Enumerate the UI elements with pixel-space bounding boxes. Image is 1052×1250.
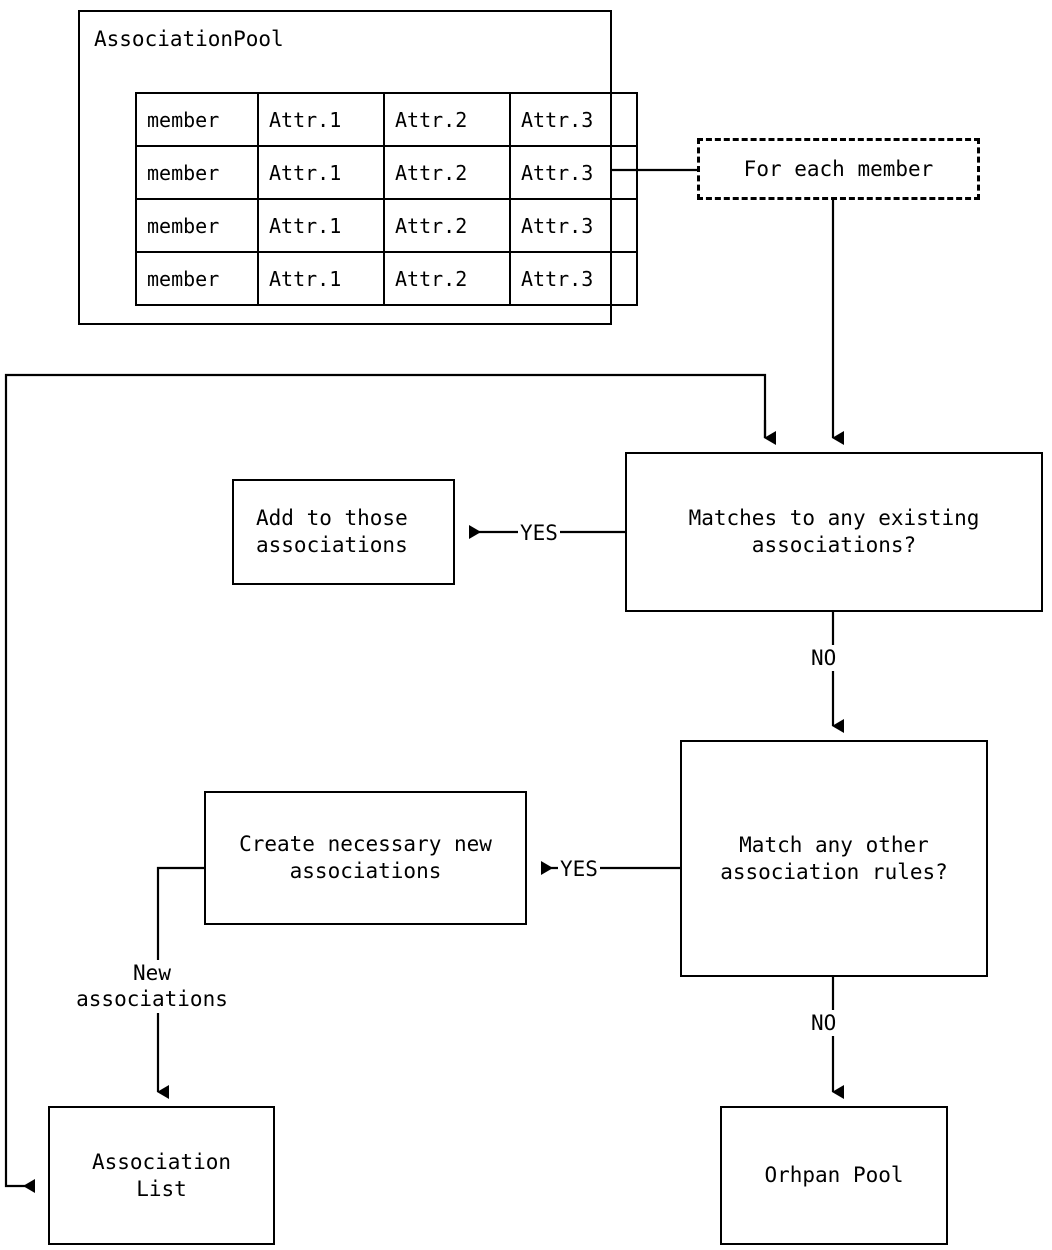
cell-member: member xyxy=(135,92,259,147)
cell-member: member xyxy=(135,145,259,200)
decision-match-other-association-rules: Match any other association rules? xyxy=(680,740,988,977)
for-each-member-label: For each member xyxy=(743,156,934,181)
cell-attr-2: Attr.2 xyxy=(383,251,511,306)
cell-attr-1: Attr.1 xyxy=(257,92,385,147)
decision-matches-existing-associations: Matches to any existing associations? xyxy=(625,452,1043,612)
cell-attr-3: Attr.3 xyxy=(509,92,638,147)
process-create-necessary-new-associations: Create necessary new associations xyxy=(204,791,527,925)
cell-attr-1: Attr.1 xyxy=(257,198,385,253)
cell-attr-2: Attr.2 xyxy=(383,145,511,200)
for-each-member-loop: For each member xyxy=(697,138,980,200)
cell-attr-2: Attr.2 xyxy=(383,198,511,253)
cell-attr-1: Attr.1 xyxy=(257,251,385,306)
table-row: member Attr.1 Attr.2 Attr.3 xyxy=(135,198,638,253)
edge-label-yes-rules: YES xyxy=(558,856,600,883)
edge-label-new-associations: New associations xyxy=(66,960,238,1013)
cell-attr-3: Attr.3 xyxy=(509,251,638,306)
terminal-orphan-pool: Orhpan Pool xyxy=(720,1106,948,1245)
process-add-to-those-associations-label: Add to those associations xyxy=(256,506,408,557)
table-row: member Attr.1 Attr.2 Attr.3 xyxy=(135,92,638,147)
decision-match-other-association-rules-label: Match any other association rules? xyxy=(720,832,948,884)
cell-attr-1: Attr.1 xyxy=(257,145,385,200)
cell-attr-3: Attr.3 xyxy=(509,198,638,253)
process-create-necessary-new-associations-label: Create necessary new associations xyxy=(239,832,492,883)
association-pool-title: AssociationPool xyxy=(94,27,284,51)
edge-label-yes-existing: YES xyxy=(518,520,560,547)
edge-label-no-rules: NO xyxy=(808,1010,840,1037)
cell-member: member xyxy=(135,198,259,253)
table-row: member Attr.1 Attr.2 Attr.3 xyxy=(135,251,638,306)
association-pool-table: member Attr.1 Attr.2 Attr.3 member Attr.… xyxy=(135,92,638,306)
terminal-association-list: Association List xyxy=(48,1106,275,1245)
decision-matches-existing-associations-label: Matches to any existing associations? xyxy=(688,506,980,557)
process-add-to-those-associations: Add to those associations xyxy=(232,479,455,585)
association-pool-container: AssociationPool member Attr.1 Attr.2 Att… xyxy=(78,10,638,325)
terminal-orphan-pool-label: Orhpan Pool xyxy=(764,1163,904,1188)
table-row: member Attr.1 Attr.2 Attr.3 xyxy=(135,145,638,200)
edge-label-no-existing: NO xyxy=(808,645,840,672)
cell-attr-3: Attr.3 xyxy=(509,145,638,200)
terminal-association-list-label: Association List xyxy=(91,1149,232,1201)
cell-attr-2: Attr.2 xyxy=(383,92,511,147)
cell-member: member xyxy=(135,251,259,306)
